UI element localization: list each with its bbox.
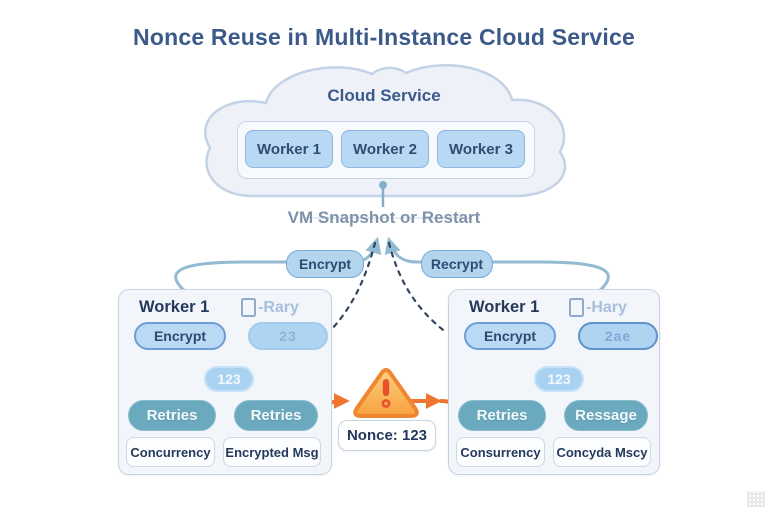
panel-right-nonce-pill: 123 [534,366,584,392]
panel-left-counter-pill: 23 [248,322,328,350]
recrypt-branch-pill: Recrypt [421,250,493,278]
warning-exclaim-bar [382,379,390,396]
panel-right-counter-pill: 2ae [578,322,658,350]
page-title: Nonce Reuse in Multi-Instance Cloud Serv… [133,24,635,50]
dashed-line-left [328,241,377,333]
dashed-line-right [387,241,449,335]
panel-right-ressage-label: Ressage [575,407,637,424]
recrypt-branch-label: Recrypt [430,256,484,272]
worker-panel-left: Worker 1 -Rary Encrypt 23 123 Retries Re… [118,289,332,475]
vm-snapshot-label: VM Snapshot or Restart [287,208,481,227]
nonce-value-label: Nonce: 123 [346,427,428,444]
worker-1-label: Worker 1 [257,140,321,158]
panel-right-counter-value: 2ae [604,328,632,344]
panel-right-subtitle: -Hary [569,298,627,317]
panel-right-subtitle-text: -Hary [586,298,627,316]
panel-left-encrypt-pill: Encrypt [134,322,226,350]
nonce-value-box: Nonce: 123 [338,420,436,451]
panel-left-retries-label-2: Retries [250,407,302,424]
connector-dot [379,181,387,189]
worker-panel-right: Worker 1 -Hary Encrypt 2ae 123 Retries R… [448,289,660,475]
branch-right-line [384,236,610,294]
panel-left-counter-value: 23 [279,328,297,344]
panel-right-nonce-value: 123 [547,371,571,387]
panel-right-ressage-pill: Ressage [564,400,648,431]
watermark-noise [747,491,765,507]
panel-left-concurrency-label: Concurrency [130,444,211,460]
panel-right-title: Worker 1 [469,298,540,316]
worker-2-box: Worker 2 [341,130,429,168]
panel-right-concurrency-label: Consurrency [460,444,541,460]
panel-left-retries-pill-1: Retries [128,400,216,431]
panel-left-retries-pill-2: Retries [234,400,318,431]
panel-left-retries-label-1: Retries [146,407,198,424]
worker-1-box: Worker 1 [245,130,333,168]
encrypt-branch-label: Encrypt [298,256,352,272]
panel-right-concurrency-chip: Consurrency [456,437,545,467]
panel-left-subtitle-text: -Rary [258,298,299,316]
panel-left-encrypt-label: Encrypt [153,328,207,344]
worker-2-label: Worker 2 [353,140,417,158]
panel-left-subtitle: -Rary [241,298,299,317]
panel-right-msg-label: Concyda Mscy [556,444,648,460]
panel-right-encrypt-pill: Encrypt [464,322,556,350]
panel-left-title: Worker 1 [139,298,210,316]
panel-left-nonce-value: 123 [217,371,241,387]
worker-3-box: Worker 3 [437,130,525,168]
encrypt-branch-pill: Encrypt [286,250,364,278]
panel-right-retries-label: Retries [476,407,528,424]
panel-right-encrypt-label: Encrypt [483,328,537,344]
cloud-service-label: Cloud Service [327,86,441,105]
placeholder-box-icon [241,298,256,317]
worker-3-label: Worker 3 [449,140,513,158]
placeholder-box-icon [569,298,584,317]
warning-exclaim-dot [381,399,391,408]
panel-left-encrypted-msg-label: Encrypted Msg [225,444,319,460]
panel-right-retries-pill: Retries [458,400,546,431]
panel-left-nonce-pill: 123 [204,366,254,392]
panel-right-msg-chip: Concyda Mscy [553,437,651,467]
panel-left-concurrency-chip: Concurrency [126,437,215,467]
panel-left-encrypted-msg-chip: Encrypted Msg [223,437,321,467]
